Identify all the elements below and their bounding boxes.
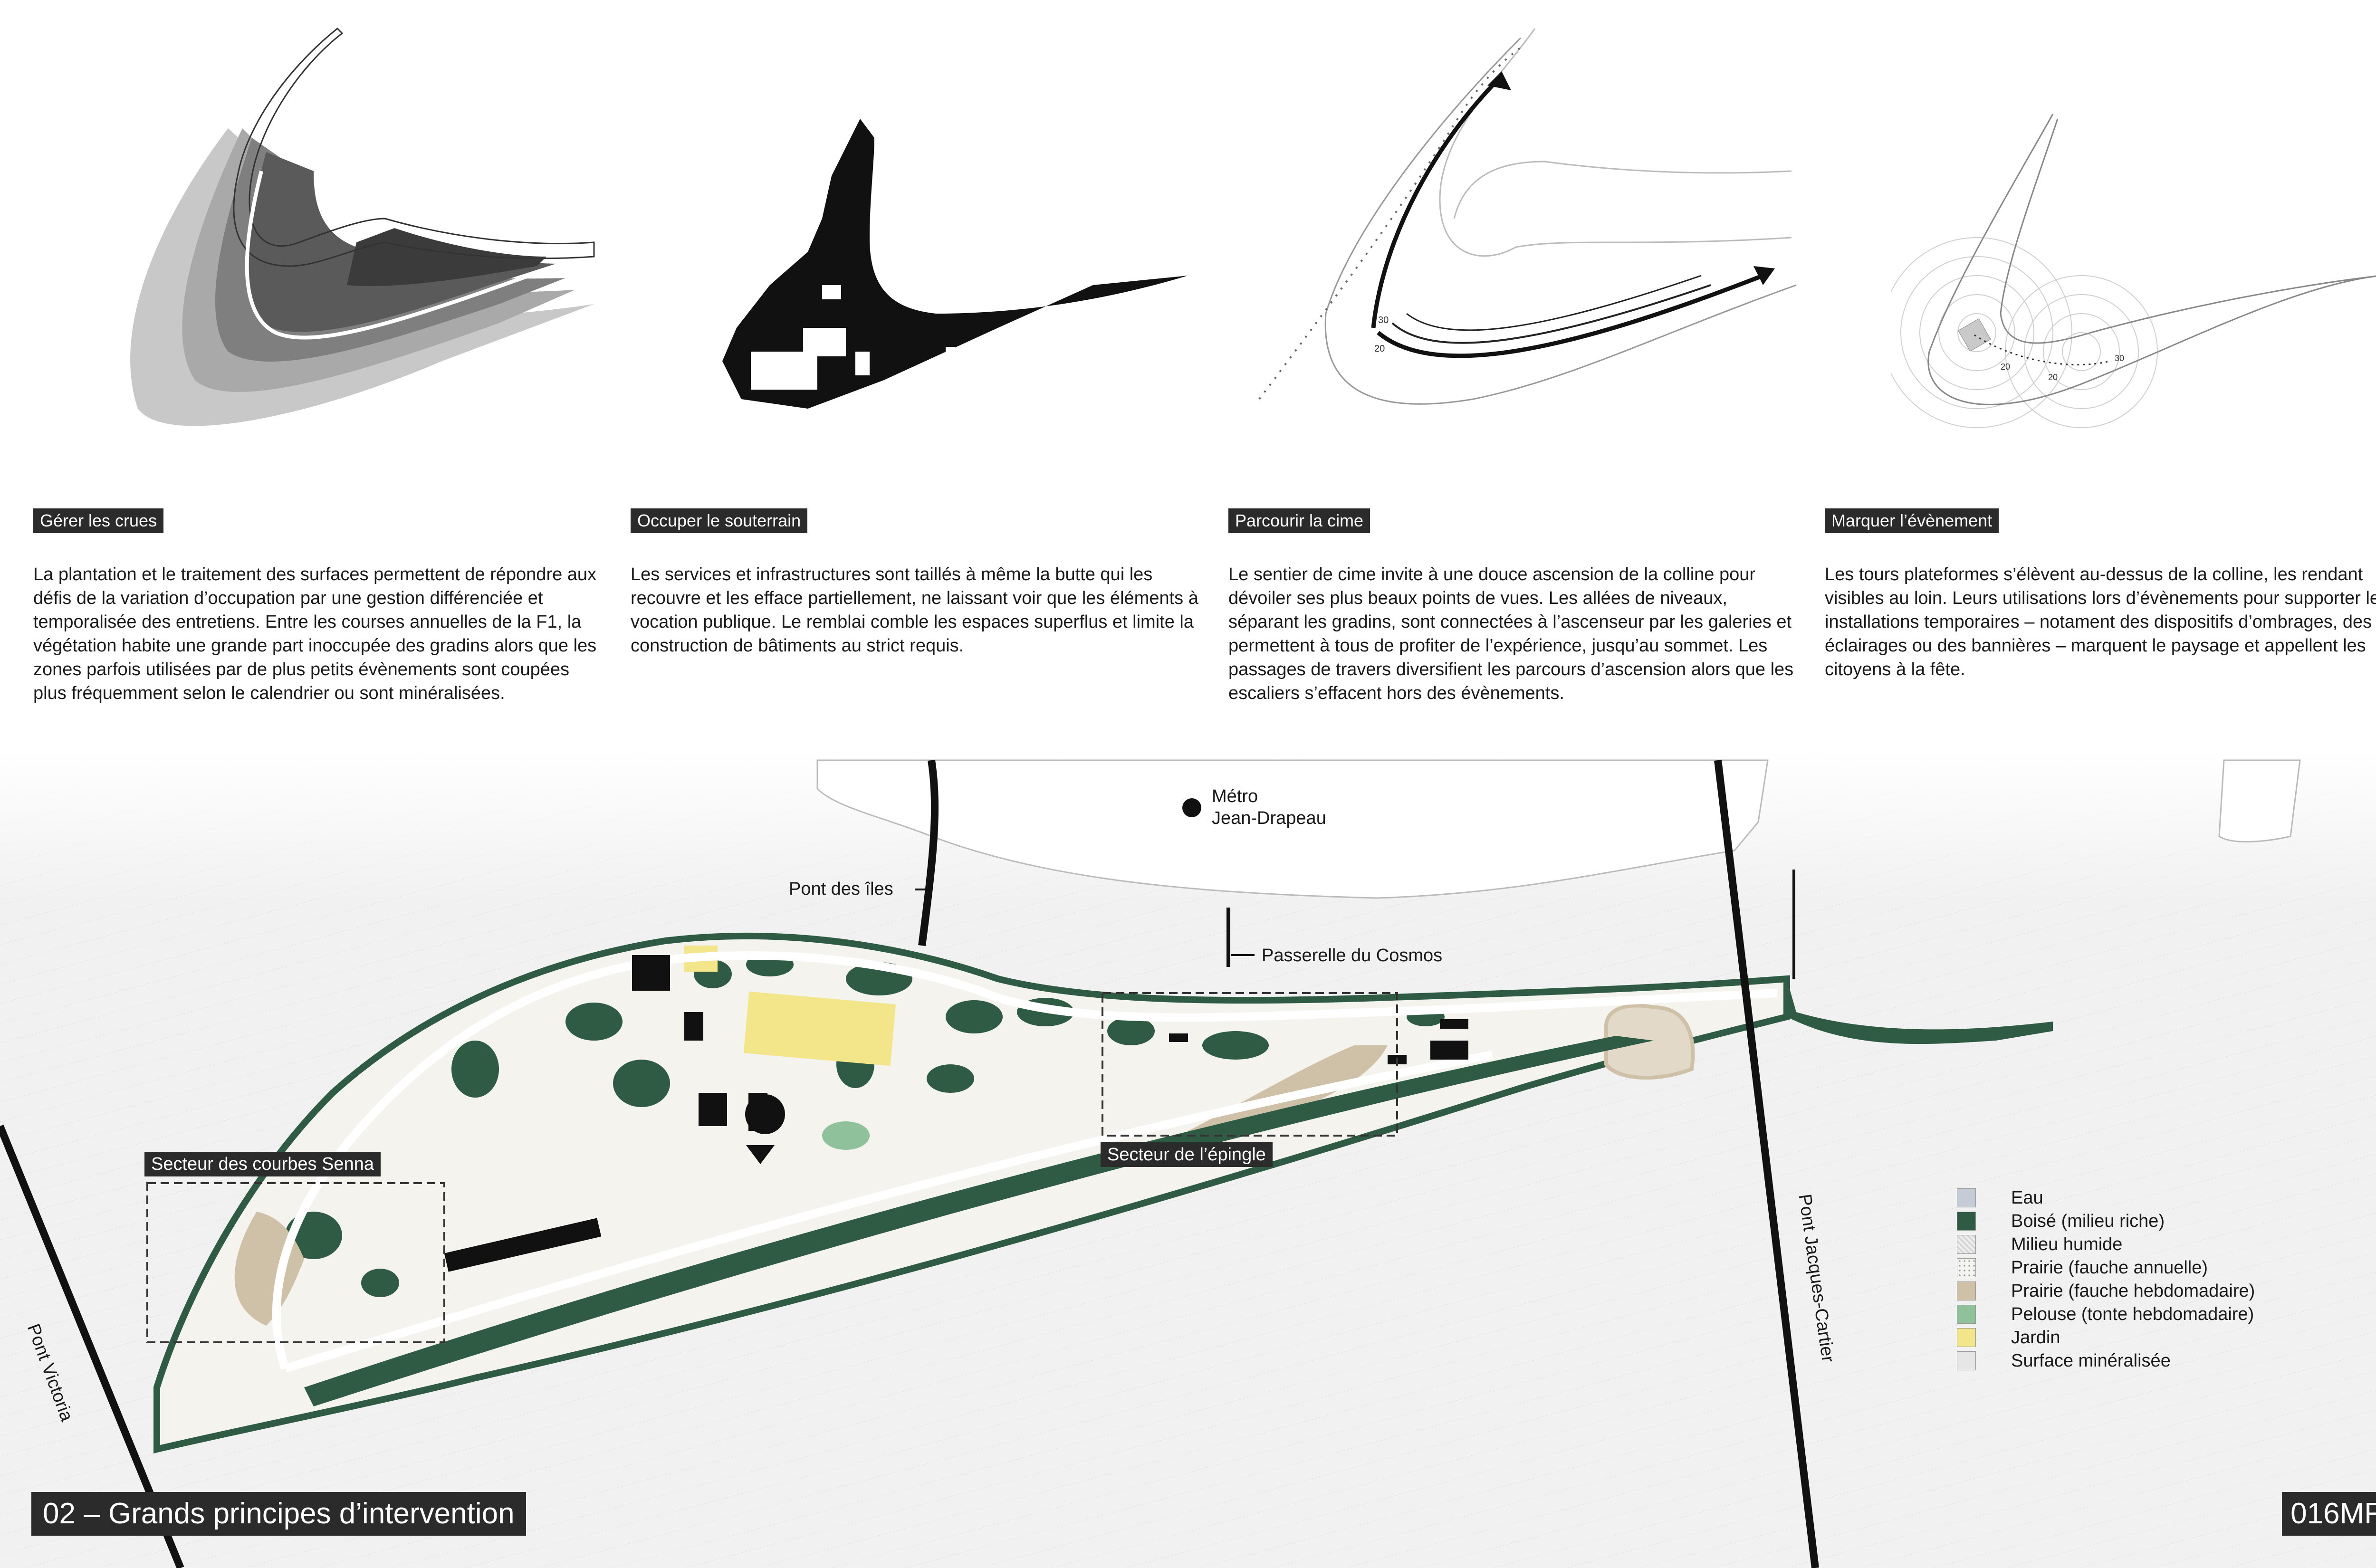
garden-large (743, 991, 896, 1066)
underground-void-2 (803, 328, 846, 356)
summit-main-path-2 (1377, 273, 1764, 358)
legend-swatch-wetland (1957, 1234, 1976, 1254)
legend-swatch-garden (1957, 1328, 1976, 1347)
principle-col-2: Occuper le souterrain Les services et in… (631, 508, 1201, 658)
principle-label-2: Occuper le souterrain (631, 508, 808, 533)
passerelle-label: Passerelle du Cosmos (1262, 946, 1443, 966)
legend-item: Milieu humide (1957, 1233, 2255, 1256)
legend-label: Eau (2011, 1187, 2043, 1208)
underground-void-6 (822, 285, 841, 299)
underground-void-3 (855, 352, 870, 375)
tower-radius-circles-1 (1891, 237, 2072, 428)
north-shore-land (816, 759, 1769, 899)
event-mark-d: 20 (2048, 373, 2058, 382)
island-east-tail (1787, 979, 2053, 1044)
sector-label-hairpin: Secteur de l’épingle (1101, 1142, 1273, 1167)
lawn-patch (822, 1121, 870, 1150)
event-mark-c: 20 (2001, 362, 2010, 372)
summit-outer-outline (1324, 37, 1797, 405)
legend-label: Boisé (milieu riche) (2011, 1211, 2165, 1231)
summit-arrow-head-1 (1487, 71, 1511, 90)
principle-text-3: Le sentier de cime invite à une douce as… (1228, 564, 1794, 703)
legend-label: Prairie (fauche annuelle) (2011, 1257, 2208, 1278)
flood-track-outline (233, 27, 595, 267)
legend-swatch-woodland (1957, 1211, 1976, 1231)
legend-swatch-lawn (1957, 1304, 1976, 1324)
tower-radius-circles-2 (2005, 275, 2158, 428)
underground-void-4 (946, 347, 955, 366)
summit-main-path (1371, 74, 1504, 328)
legend-swatch-meadow-annual (1957, 1258, 1976, 1277)
summit-mark-a: 20 (1374, 344, 1385, 354)
legend-item: Pelouse (tonte hebdomadaire) (1957, 1302, 2255, 1326)
flood-platform (347, 228, 546, 286)
summit-track-2 (1453, 161, 1792, 219)
summit-lane-1 (1391, 284, 1711, 344)
legend-label: Jardin (2011, 1327, 2060, 1348)
north-shore-east (2218, 759, 2301, 842)
legend-item: Surface minéralisée (1957, 1349, 2255, 1372)
flood-band-4 (247, 152, 556, 332)
meadow-weekly-east (1604, 1004, 1695, 1080)
legend-item: Boisé (milieu riche) (1957, 1209, 2255, 1233)
sector-label-senna: Secteur des courbes Senna (144, 1152, 381, 1176)
legend-label: Prairie (fauche hebdomadaire) (2011, 1281, 2255, 1301)
bridge-jacques-cartier (1714, 760, 1819, 1568)
site-map (0, 751, 2376, 1568)
woodland-patches (285, 953, 1445, 1297)
principle-label-4: Marquer l’évènement (1825, 508, 1999, 533)
buildings (444, 955, 1468, 1272)
diagram-underground (722, 119, 1188, 409)
diagram-summit-path: 20 30 (1258, 28, 1797, 405)
meadow-weekly-hairpin (1188, 1045, 1388, 1136)
principle-text-2: Les services et infrastructures sont tai… (631, 564, 1198, 656)
legend-item: Jardin (1957, 1326, 2255, 1349)
metro-marker (1182, 798, 1201, 817)
sector-box-senna (146, 1182, 445, 1343)
pont-des-iles-label: Pont des îles (789, 879, 893, 899)
diagram-flood-management (130, 27, 595, 426)
principle-text-1: La plantation et le traitement des surfa… (33, 564, 597, 703)
legend-swatch-meadow-weekly (1957, 1281, 1976, 1300)
event-outline (1927, 114, 2376, 405)
event-dotted-path (1974, 334, 2110, 366)
legend-item: Prairie (fauche annuelle) (1957, 1256, 2255, 1279)
bridge-pont-des-iles (918, 759, 939, 947)
flood-track-inner (245, 171, 557, 340)
summit-dotted-path (1258, 47, 1522, 400)
legend-label: Pelouse (tonte hebdomadaire) (2011, 1304, 2254, 1324)
sector-box-hairpin (1102, 992, 1398, 1137)
summit-mark-b: 30 (1378, 315, 1389, 325)
summit-lane-2 (1406, 275, 1702, 331)
principle-col-3: Parcourir la cime Le sentier de cime inv… (1228, 508, 1799, 705)
legend-swatch-mineral (1957, 1351, 1976, 1370)
principle-col-1: Gérer les crues La plantation et le trai… (33, 508, 604, 705)
principle-col-4: Marquer l’évènement Les tours plateforme… (1825, 508, 2376, 681)
legend-label: Surface minéralisée (2011, 1350, 2171, 1371)
diagram-event-towers: 20 20 30 (1891, 114, 2376, 428)
legend-item: Eau (1957, 1186, 2255, 1209)
summit-arrow-head-2 (1753, 266, 1775, 285)
event-mark-e: 30 (2115, 354, 2124, 363)
summit-track (1439, 28, 1792, 257)
race-track-straight (284, 1051, 1493, 1373)
map-legend: Eau Boisé (milieu riche) Milieu humide P… (1957, 1186, 2255, 1372)
race-track (272, 951, 1778, 1370)
underground-void-1 (751, 352, 817, 390)
underground-void-5 (1045, 314, 1060, 328)
top-band (0, 0, 2376, 760)
event-outline-inner (2000, 118, 2376, 344)
legend-label: Milieu humide (2011, 1234, 2123, 1254)
sheet-code: 016MR (2282, 1492, 2376, 1536)
sheet-title: 02 – Grands principes d’intervention (31, 1492, 526, 1536)
legend-swatch-water (1957, 1188, 1976, 1207)
principle-text-4: Les tours plateformes s’élèvent au-dessu… (1825, 564, 2376, 679)
metro-label: Métro Jean-Drapeau (1212, 786, 1326, 828)
legend-item: Prairie (fauche hebdomadaire) (1957, 1279, 2255, 1302)
principle-label-3: Parcourir la cime (1228, 508, 1370, 533)
principle-label-1: Gérer les crues (33, 508, 164, 533)
